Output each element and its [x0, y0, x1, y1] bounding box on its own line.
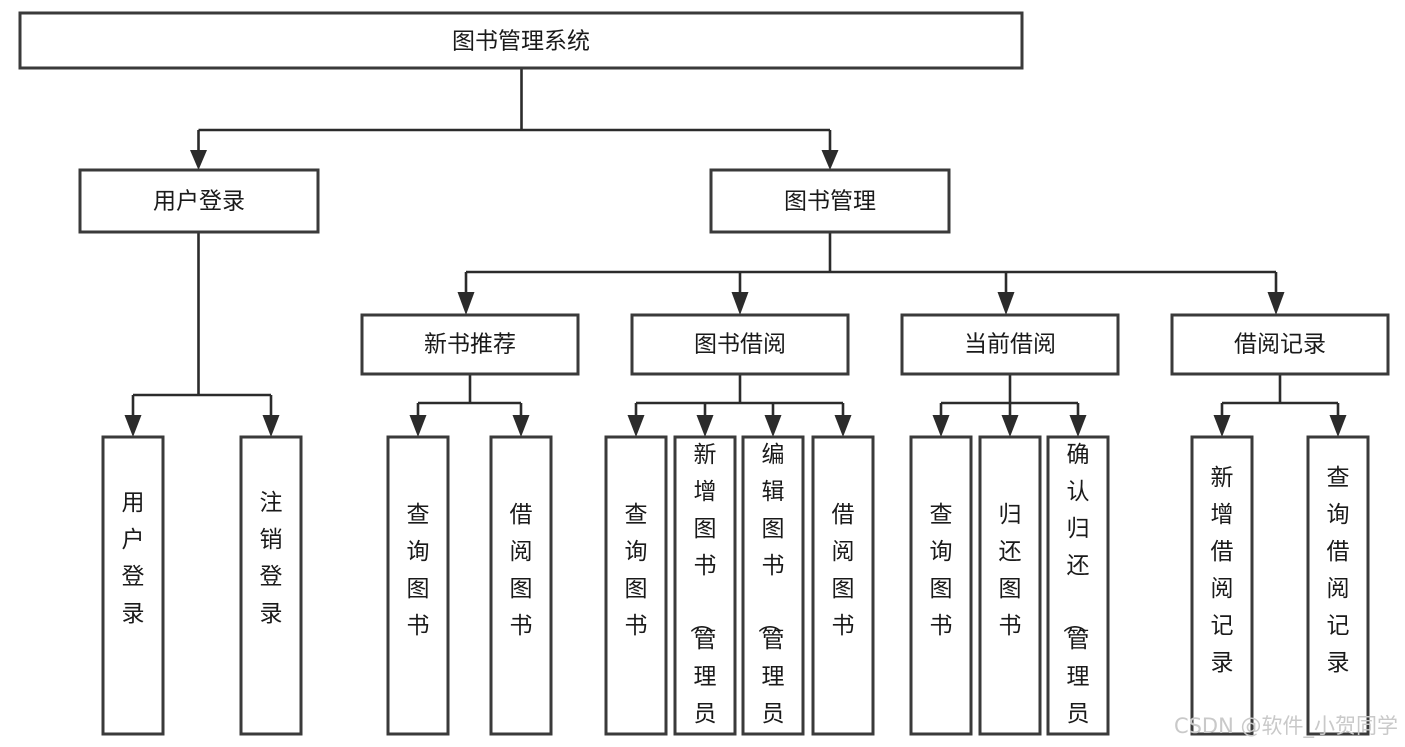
node-current-borrow-box[interactable] — [900, 313, 1120, 376]
leaf-node-logout-box[interactable] — [239, 435, 303, 736]
node-book-management[interactable]: 图书管理 — [709, 168, 951, 234]
leaf-node-record-add[interactable]: 新增借阅记录 — [1190, 435, 1254, 736]
leaf-node-current-query-box[interactable] — [909, 435, 973, 736]
node-borrow-record[interactable]: 借阅记录 — [1170, 313, 1390, 376]
leaf-node-borrow-action-label: 借阅图书 — [832, 502, 855, 639]
node-book-management-label: 图书管理 — [784, 189, 876, 215]
node-new-book-recommend[interactable]: 新书推荐 — [360, 313, 580, 376]
node-current-borrow[interactable]: 当前借阅 — [900, 313, 1120, 376]
watermark-label: CSDN @软件_小贺同学 — [1174, 714, 1398, 739]
leaf-node-borrow-add-box[interactable] — [673, 435, 737, 736]
leaf-node-record-add-box[interactable] — [1190, 435, 1254, 736]
arrow-head-userlogin — [190, 150, 207, 170]
arrow-head-leaf-bookborrow-4 — [834, 415, 852, 437]
leaf-node-borrow-query-label: 查询图书 — [625, 502, 648, 639]
arrow-head-borrowrecord — [1267, 292, 1285, 315]
node-root-box[interactable] — [18, 11, 1024, 70]
arrow-head-currentborrow — [997, 292, 1015, 315]
leaf-node-user-login-box[interactable] — [101, 435, 165, 736]
leaf-node-user-login-label: 用户登录 — [122, 490, 145, 627]
leaf-node-record-query-box[interactable] — [1306, 435, 1370, 736]
node-book-borrow-box[interactable] — [630, 313, 850, 376]
leaf-node-logout[interactable]: 注销登录 — [239, 435, 303, 736]
leaf-node-newbook-borrow[interactable]: 借阅图书 — [489, 435, 553, 736]
arrow-head-leaf-bookborrow-2 — [696, 415, 714, 437]
arrow-head-leaf-user-login — [124, 415, 142, 437]
leaf-node-newbook-borrow-box[interactable] — [489, 435, 553, 736]
arrow-head-leaf-bookborrow-3 — [764, 415, 782, 437]
connector-group — [124, 68, 1347, 437]
node-book-management-box[interactable] — [709, 168, 951, 234]
node-user-login-box[interactable] — [78, 168, 320, 234]
leaf-node-borrow-action[interactable]: 借阅图书 — [811, 435, 875, 736]
leaf-node-current-confirm-label: 确认归还（管理员） — [1061, 442, 1090, 747]
leaf-node-borrow-edit-label: 编辑图书（管理员） — [756, 442, 785, 747]
arrow-head-leaf-newbook-2 — [512, 415, 530, 437]
arrow-head-bookmgmt — [821, 150, 839, 170]
node-user-login[interactable]: 用户登录 — [78, 168, 320, 234]
node-root[interactable]: 图书管理系统 — [18, 11, 1024, 70]
arrow-head-leaf-currentborrow-2 — [1001, 415, 1019, 437]
leaf-node-newbook-borrow-label: 借阅图书 — [510, 502, 533, 639]
node-borrow-record-box[interactable] — [1170, 313, 1390, 376]
leaf-node-newbook-query-box[interactable] — [386, 435, 450, 736]
leaf-node-current-confirm-box[interactable] — [1046, 435, 1110, 736]
leaf-node-current-query[interactable]: 查询图书 — [909, 435, 973, 736]
leaf-node-newbook-query[interactable]: 查询图书 — [386, 435, 450, 736]
node-root-label: 图书管理系统 — [452, 29, 590, 55]
node-new-book-recommend-box[interactable] — [360, 313, 580, 376]
leaf-node-logout-label: 注销登录 — [260, 490, 283, 627]
leaf-node-borrow-add[interactable]: 新增图书（管理员） — [673, 435, 737, 747]
arrow-head-leaf-borrowrecord-2 — [1329, 415, 1347, 437]
arrow-head-leaf-borrowrecord-1 — [1213, 415, 1231, 437]
leaf-node-borrow-query[interactable]: 查询图书 — [604, 435, 668, 736]
arrow-head-leaf-bookborrow-1 — [627, 415, 645, 437]
leaf-node-borrow-edit-box[interactable] — [741, 435, 805, 736]
node-book-borrow[interactable]: 图书借阅 — [630, 313, 850, 376]
leaf-node-borrow-query-box[interactable] — [604, 435, 668, 736]
arrow-head-bookborrow — [731, 292, 749, 315]
leaf-node-borrow-action-box[interactable] — [811, 435, 875, 736]
arrow-head-newbook — [457, 292, 475, 315]
leaf-node-current-return-box[interactable] — [978, 435, 1042, 736]
arrow-head-leaf-logout — [262, 415, 280, 437]
arrow-head-leaf-currentborrow-3 — [1069, 415, 1087, 437]
leaf-node-record-add-label: 新增借阅记录 — [1211, 465, 1234, 676]
leaf-node-current-confirm[interactable]: 确认归还（管理员） — [1046, 435, 1110, 747]
node-new-book-recommend-label: 新书推荐 — [424, 332, 516, 358]
arrow-head-leaf-currentborrow-1 — [932, 415, 950, 437]
node-borrow-record-label: 借阅记录 — [1234, 332, 1326, 358]
leaf-node-borrow-edit[interactable]: 编辑图书（管理员） — [741, 435, 805, 747]
node-current-borrow-label: 当前借阅 — [964, 332, 1056, 358]
leaf-node-borrow-add-label: 新增图书（管理员） — [688, 442, 717, 747]
leaf-node-current-query-label: 查询图书 — [930, 502, 953, 639]
leaf-node-record-query[interactable]: 查询借阅记录 — [1306, 435, 1370, 736]
leaf-node-user-login[interactable]: 用户登录 — [101, 435, 165, 736]
leaf-node-newbook-query-label: 查询图书 — [407, 502, 430, 639]
node-book-borrow-label: 图书借阅 — [694, 332, 786, 358]
leaf-node-record-query-label: 查询借阅记录 — [1327, 465, 1350, 676]
leaf-node-current-return-label: 归还图书 — [999, 502, 1022, 639]
node-user-login-label: 用户登录 — [153, 189, 245, 215]
leaf-node-current-return[interactable]: 归还图书 — [978, 435, 1042, 736]
arrow-head-leaf-newbook-1 — [409, 415, 427, 437]
